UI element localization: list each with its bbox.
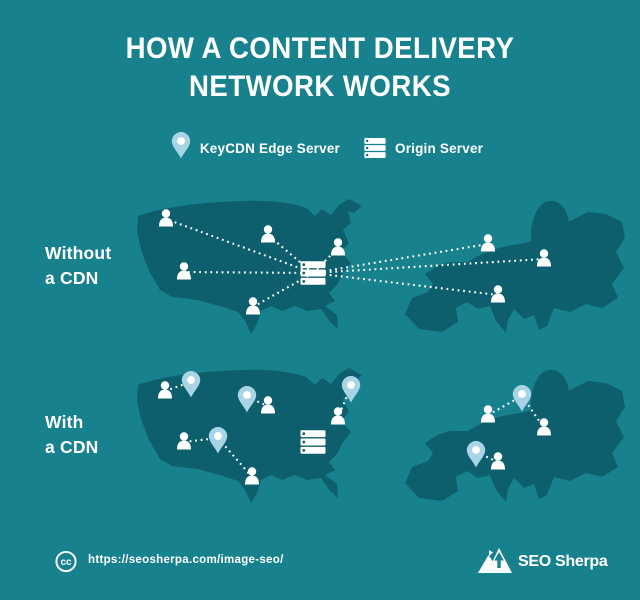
dotted-connection [487, 395, 523, 416]
row-label-without-line1: Without [45, 243, 112, 263]
origin-server-icon [300, 430, 326, 454]
dotted-connection [312, 242, 489, 275]
origin-server-icon [364, 137, 386, 159]
legend-edge-server-label: KeyCDN Edge Server [199, 140, 340, 156]
row-label-with-line1: With [45, 412, 84, 432]
row-label-without-cdn: Without a CDN [45, 241, 111, 291]
row-label-with-cdn: With a CDN [45, 410, 99, 460]
legend: KeyCDN Edge Server Origin Server [6, 130, 640, 166]
row-label-with-line2: a CDN [45, 437, 99, 457]
creative-commons-icon: cc [55, 550, 77, 573]
dotted-connection [475, 451, 499, 463]
dotted-connection [267, 234, 314, 274]
page-title-line2: NETWORK WORKS [188, 70, 452, 103]
mountain-icon [478, 548, 512, 573]
origin-server-icon [300, 261, 326, 285]
dotted-connection [183, 270, 314, 275]
legend-origin-server-label: Origin Server [395, 140, 484, 156]
edge-server-pin-icon [171, 132, 191, 159]
row-label-without-line2: a CDN [45, 268, 99, 288]
user-icon [481, 405, 495, 423]
user-icon [481, 234, 495, 252]
page-title-line1: HOW A CONTENT DELIVERY [125, 32, 515, 65]
europe-map-without-cdn [405, 200, 625, 333]
page-title: HOW A CONTENT DELIVERY NETWORK WORKS [26, 30, 615, 106]
edge-server-pin-icon [341, 376, 361, 403]
dotted-connection [165, 218, 314, 274]
brand-name: SEO Sherpa [518, 553, 608, 570]
maps-layer [137, 199, 625, 503]
dotted-connection [246, 396, 269, 407]
edge-server-pin-icon [512, 385, 532, 412]
cc-text: cc [60, 557, 72, 568]
brand-logo: SEO Sherpa [476, 541, 608, 577]
attribution-url[interactable]: https://seosherpa.com/image-seo/ [88, 554, 284, 566]
